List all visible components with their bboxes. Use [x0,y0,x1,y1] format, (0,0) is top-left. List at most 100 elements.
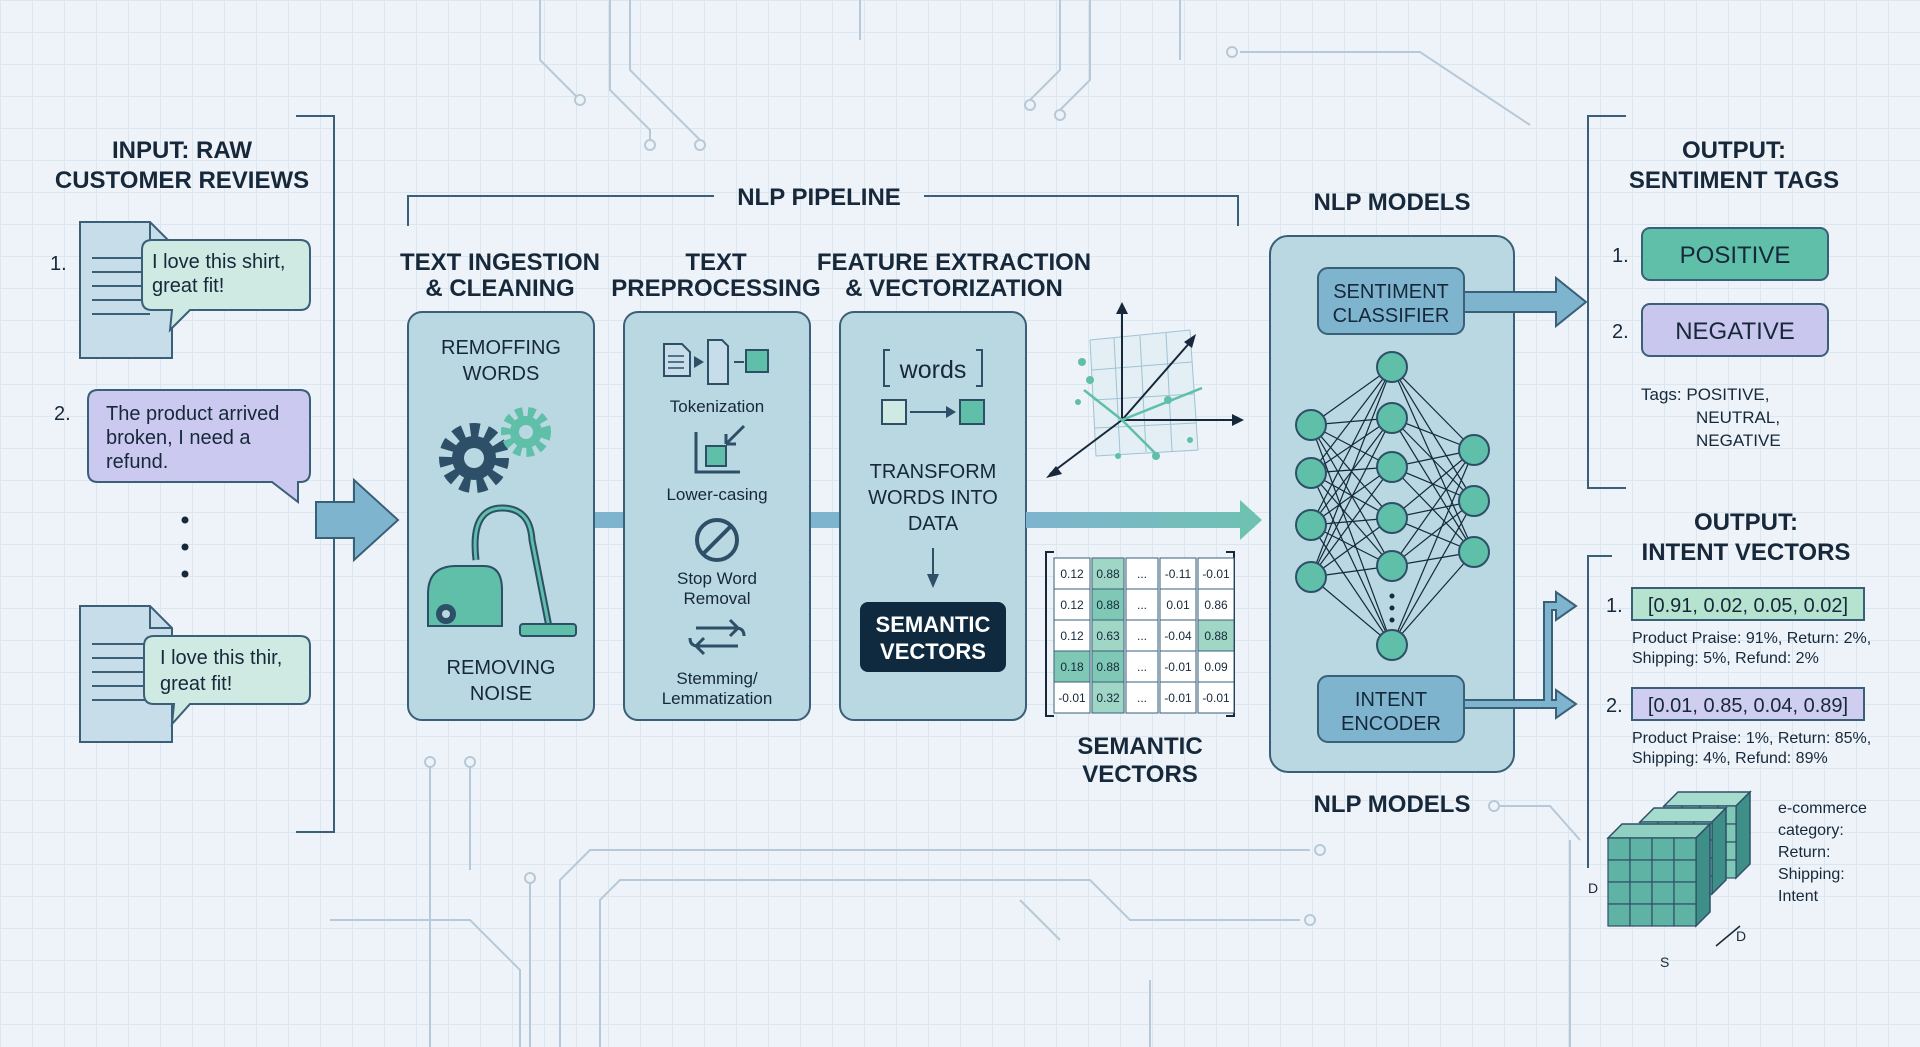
prohibited-icon [695,518,739,562]
text-line: CLASSIFIER [1333,305,1450,327]
matrix-value: 0.01 [1166,598,1190,612]
stage-connector [592,512,624,528]
intent-output-section: OUTPUT:INTENT VECTORS 1. [0.91, 0.02, 0.… [1587,509,1871,970]
matrix-cell [1197,619,1235,652]
text-line: Intent [1778,888,1819,905]
nn-edge [1391,500,1475,567]
semantic-vectors-button[interactable] [860,602,1006,672]
text-line: TRANSFORM [870,461,997,483]
matrix-cell [1159,588,1197,621]
nn-edge [1391,449,1475,646]
text-line: & CLEANING [425,275,574,302]
matrix-value: -0.04 [1164,629,1192,643]
ellipsis-dots [181,516,189,578]
input-arrow-icon [315,477,400,563]
nn-edge [1310,472,1393,567]
intent-output-title: OUTPUT: INTENT VECTORS [1642,509,1851,566]
text-line: Product Praise: 91%, Return: 2%, [1632,630,1871,647]
ellipsis-dots [1389,593,1395,623]
nn-edge [1391,551,1475,646]
positive-tag[interactable] [1641,227,1829,281]
review-number: 1. [50,253,67,275]
text-line: category: [1778,822,1844,839]
matrix-cell [1125,650,1159,683]
matrix-value: ... [1137,598,1147,612]
text-line: OUTPUT: [1682,137,1786,164]
matrix-value: -0.01 [1202,567,1230,581]
matrix-cell [1125,588,1159,621]
nn-edge [1391,449,1475,519]
nn-node [1295,457,1327,489]
text-line: Lower-casing [666,485,767,504]
matrix-cell [1159,681,1197,714]
matrix-value: ... [1137,691,1147,705]
matrix-value: ... [1137,567,1147,581]
matrix-cell [1197,681,1235,714]
down-arrow-icon [927,548,939,588]
text-line: OUTPUT: [1694,509,1798,536]
neural-network-nodes [1295,351,1490,661]
review-text: I love this thir,great fit! [160,647,282,695]
text-line: WORDS [463,363,540,385]
review-number: 2. [54,403,71,425]
sentiment-output-title: OUTPUT:SENTIMENT TAGS [1629,137,1839,194]
sentiment-output-arrow [1463,275,1588,329]
intent-vector-value-box [1631,687,1865,721]
matrix-value: 0.09 [1204,660,1228,674]
text-line: DATA [908,513,959,535]
gears-icon [439,407,551,493]
text-line: SEMANTIC [876,612,991,637]
matrix-cell [1053,681,1091,714]
nn-node [1376,550,1408,582]
matrix-cell [1197,650,1235,683]
nn-edge [1310,517,1393,578]
matrix-value: 0.86 [1204,598,1228,612]
text-line: Shipping: [1778,866,1845,883]
nn-node [1376,502,1408,534]
intent-vector-value: [0.01, 0.85, 0.04, 0.89] [1648,695,1848,717]
text-line: Product Praise: 1%, Return: 85%, [1632,730,1871,747]
negative-tag[interactable] [1641,303,1829,357]
text-line: NEGATIVE [1696,431,1781,450]
matrix-cell [1197,557,1235,590]
text-line: VECTORS [1082,761,1198,788]
lowercase-arrow-icon [694,424,746,474]
cube-block [1606,822,1712,928]
nn-node [1295,509,1327,541]
vacuum-cleaner-icon [427,504,577,637]
matrix-value: 0.12 [1060,598,1084,612]
cube-axis-line [1715,925,1741,947]
matrix-value: -0.01 [1164,660,1192,674]
text-line: NEUTRAL, [1696,408,1780,427]
text-line: Stemming/ [676,669,758,688]
matrix-value: -0.01 [1058,691,1086,705]
text-line: CUSTOMER REVIEWS [55,167,309,194]
output-bracket [1587,555,1612,868]
word-bracket [883,349,983,387]
token-to-vector-icon [881,399,985,425]
matrix-cell [1053,650,1091,683]
matrix-cell [1053,619,1091,652]
matrix-cell [1125,619,1159,652]
vector-space-plot [1046,302,1244,478]
matrix-cell [1125,681,1159,714]
matrix-cell [1091,681,1125,714]
intent-vector-description: Product Praise: 91%, Return: 2%,Shipping… [1632,630,1871,667]
text-line: ENCODER [1341,713,1441,735]
preprocessing-step-label: Stemming/Lemmatization [662,669,773,708]
matrix-value: ... [1137,660,1147,674]
text-line: Tags: POSITIVE, [1641,385,1770,404]
matrix-value: 0.12 [1060,567,1084,581]
text-line: Tokenization [670,397,765,416]
text-line: INTENT VECTORS [1642,539,1851,566]
matrix-cell [1197,588,1235,621]
